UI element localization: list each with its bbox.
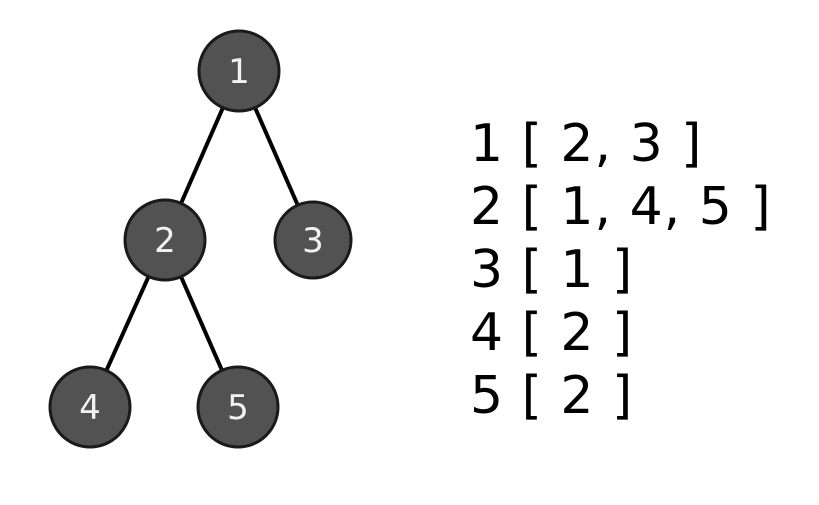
node-circle-5 [196, 365, 280, 449]
graph-node-2[interactable]: 2 [123, 198, 207, 282]
node-circle-3 [273, 200, 353, 280]
adjacency-row: 2 [ 1, 4, 5 ] [470, 177, 772, 237]
adjacency-row: 4 [ 2 ] [470, 303, 634, 363]
node-circle-1 [197, 29, 281, 113]
node-label-2: 2 [154, 221, 176, 261]
graph-node-4[interactable]: 4 [48, 365, 132, 449]
adjacency-row: 5 [ 2 ] [470, 366, 634, 426]
graph-node-1[interactable]: 1 [197, 29, 281, 113]
node-label-3: 3 [302, 221, 324, 261]
adjacency-list: 1 [ 2, 3 ] 2 [ 1, 4, 5 ] 3 [ 1 ] 4 [ 2 ]… [470, 113, 810, 428]
node-label-5: 5 [227, 388, 249, 428]
node-circle-2 [123, 198, 207, 282]
node-circle-4 [48, 365, 132, 449]
graph-node-5[interactable]: 5 [196, 365, 280, 449]
node-label-1: 1 [228, 52, 250, 92]
node-label-4: 4 [79, 388, 101, 428]
graph-nodes: 1 2 3 4 5 [48, 29, 353, 449]
adjacency-row: 3 [ 1 ] [470, 240, 634, 300]
tree-graph: 1 2 3 4 5 [48, 29, 353, 449]
adjacency-row: 1 [ 2, 3 ] [470, 114, 703, 174]
graph-node-3[interactable]: 3 [273, 200, 353, 280]
